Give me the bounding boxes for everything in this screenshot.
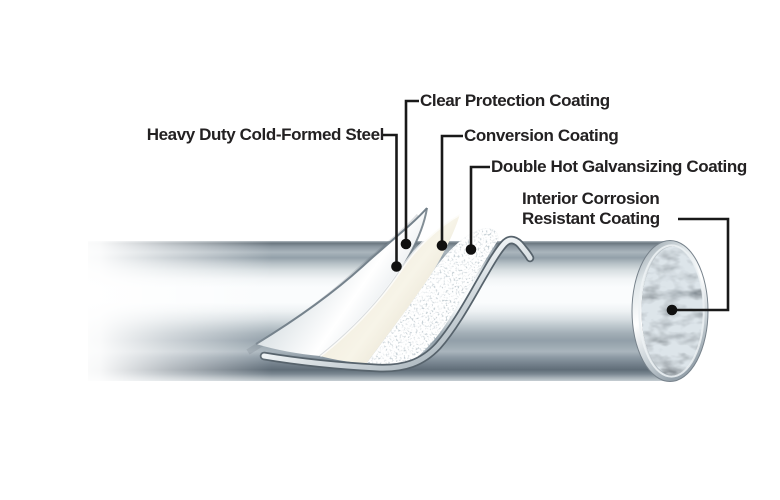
leader-lines (383, 99, 730, 312)
leader-dot-clear-coating (400, 238, 412, 250)
leader-line-galvanizing-coating (469, 165, 490, 249)
label-clear-coating: Clear Protection Coating (420, 91, 610, 110)
leader-dot-conversion-coating (436, 240, 448, 251)
leader-line-interior-coating (673, 217, 730, 312)
label-interior-coating-line2: Resistant Coating (522, 209, 660, 228)
leader-dot-steel (391, 261, 402, 272)
leader-line-clear-coating (404, 99, 419, 244)
label-galvanizing-coating: Double Hot Galvansizing Coating (491, 157, 747, 176)
tube-left-fade (62, 225, 272, 395)
leader-dot-interior-coating (666, 304, 678, 316)
label-steel: Heavy Duty Cold-Formed Steel (146, 125, 385, 144)
leader-dot-galvanizing-coating (465, 244, 477, 255)
conversion-coating-flap (319, 212, 461, 364)
leader-dots (391, 238, 678, 316)
label-interior-coating-line1: Interior Corrosion (522, 189, 660, 208)
label-conversion-coating: Conversion Coating (464, 126, 619, 145)
galvanizing-layer (366, 228, 499, 370)
leader-line-steel (383, 133, 398, 266)
label-interior-coating: Interior Corrosion Resistant Coating (522, 189, 660, 229)
rolled-edge (259, 235, 535, 373)
leader-line-conversion-coating (440, 134, 463, 245)
